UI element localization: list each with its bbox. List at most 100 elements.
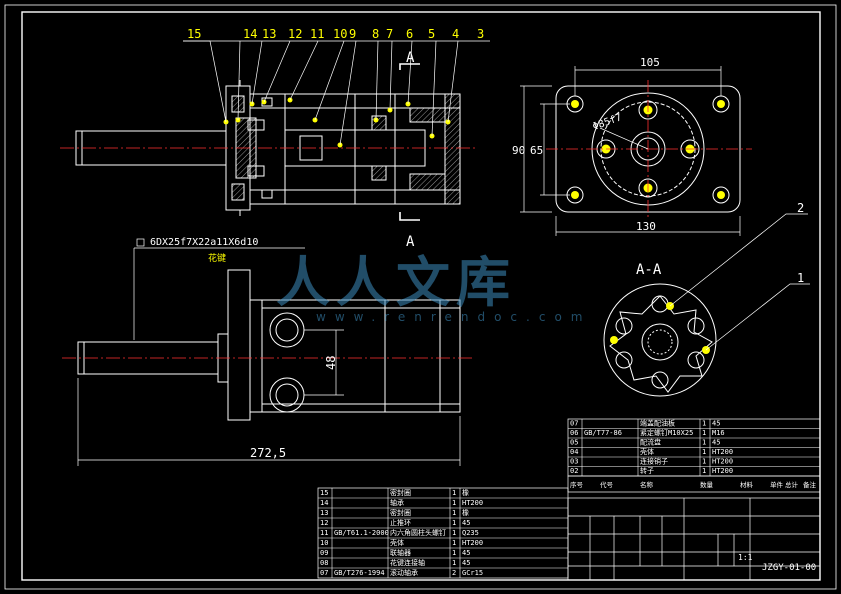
bom-left-cell: 花键连接轴 xyxy=(390,558,425,567)
bom-right-cell: 1 xyxy=(702,467,706,475)
title-block-scale: 1:1 xyxy=(738,553,753,562)
drawing-code: JZGY-01-00 xyxy=(762,563,816,573)
part-label-3: 3 xyxy=(477,27,484,41)
bom-right-cell: 1 xyxy=(702,420,706,428)
bom-right-cell: 连接销子 xyxy=(640,457,668,466)
bom-left-cell: 1 xyxy=(452,509,456,517)
bom-right-header-frame xyxy=(567,475,821,493)
bom-right-cell: HT200 xyxy=(712,458,733,466)
title-block xyxy=(567,497,821,581)
bom-right-cell: HT200 xyxy=(712,467,733,475)
bom-left-cell: HT200 xyxy=(462,499,483,507)
dim-65: 65 xyxy=(530,144,543,157)
bom-left-cell: 橡 xyxy=(462,508,469,517)
part-label-8: 8 xyxy=(372,27,379,41)
bom-left-cell: 1 xyxy=(452,539,456,547)
bom-left-cell: 滚动轴承 xyxy=(390,568,418,577)
end-view-dimensions xyxy=(520,66,741,236)
bom-right-cell: M16 xyxy=(712,429,725,437)
bom-right-cell: 45 xyxy=(712,420,720,428)
bom-left-cell: 09 xyxy=(320,549,328,557)
bom-right-cell: HT200 xyxy=(712,448,733,456)
exterior-dimensions xyxy=(77,247,461,466)
bom-right-header-cell: 数量 xyxy=(700,480,714,489)
bom-right-cell: 1 xyxy=(702,458,706,466)
part-label-4: 4 xyxy=(452,27,459,41)
dim-phi85: Φ85f7 xyxy=(591,112,623,133)
spline-note: 6DX25f7X22a11X6d10 xyxy=(150,237,258,248)
dim-272: 272,5 xyxy=(250,446,286,460)
bom-left-cell: 13 xyxy=(320,509,328,517)
bom-right-cell: 1 xyxy=(702,448,706,456)
part-label-9: 9 xyxy=(349,27,356,41)
part-label-15: 15 xyxy=(187,27,201,41)
spline-sub: 花键 xyxy=(208,252,226,264)
bom-right-cell: 转子 xyxy=(640,466,654,475)
section-aa-view xyxy=(603,283,717,397)
bom-right-header-cell: 序号 xyxy=(570,480,584,489)
bom-left-cell: 45 xyxy=(462,559,470,567)
bom-left-cell: 1 xyxy=(452,499,456,507)
part-label-12: 12 xyxy=(288,27,302,41)
bom-right-header-cell: 单件 xyxy=(770,480,784,489)
bom-right-cell: 07 xyxy=(570,420,578,428)
bom-left-cell: 联轴器 xyxy=(390,548,411,557)
bom-left-cell: 45 xyxy=(462,519,470,527)
bom-right-cell: 45 xyxy=(712,439,720,447)
part-number-labels: 15 14 13 12 11 10 9 8 7 6 5 4 3 xyxy=(187,27,484,41)
bom-left-cell: 11 xyxy=(320,529,328,537)
part-label-5: 5 xyxy=(428,27,435,41)
bom-right-cell: 06 xyxy=(570,429,578,437)
bom-right-cell: 02 xyxy=(570,467,578,475)
bom-left-cell: 07 xyxy=(320,569,328,577)
bom-left-cell: 壳体 xyxy=(390,538,404,547)
bom-right-header-cell: 名称 xyxy=(640,480,654,489)
part-label-11: 11 xyxy=(310,27,324,41)
bom-left-cell: 1 xyxy=(452,489,456,497)
bom-right-cell: 04 xyxy=(570,448,578,456)
leader-lines xyxy=(183,40,490,146)
bom-right-cell: 端盖配油板 xyxy=(640,419,675,428)
bom-right-cell: 壳体 xyxy=(640,447,654,456)
bom-right-cell: 1 xyxy=(702,429,706,437)
dim-105: 105 xyxy=(640,56,660,69)
part-label-13: 13 xyxy=(262,27,276,41)
part-label-7: 7 xyxy=(386,27,393,41)
bom-left-cell: 内六角圆柱头螺钉 xyxy=(390,528,446,537)
section-title: A-A xyxy=(636,262,662,278)
bom-left-cell: 密封圈 xyxy=(390,488,411,497)
bom-left-cell: 轴承 xyxy=(390,498,404,507)
bom-left-cell: 08 xyxy=(320,559,328,567)
bom-left-cell: 14 xyxy=(320,499,328,507)
exterior-view xyxy=(77,269,461,421)
part-label-10: 10 xyxy=(333,27,347,41)
dim-90: 90 xyxy=(512,144,525,157)
bom-left-cell: GB/T276-1994 xyxy=(334,569,385,577)
bom-left-cell: 1 xyxy=(452,549,456,557)
spline-note-marker xyxy=(136,238,145,247)
bom-left-cell: 止推环 xyxy=(390,518,411,527)
section-label-2: 2 xyxy=(797,201,804,215)
bom-left-cell: 1 xyxy=(452,529,456,537)
part-label-6: 6 xyxy=(406,27,413,41)
bom-left-cell: 橡 xyxy=(462,488,469,497)
section-mark-bottom: A xyxy=(406,234,415,250)
drawing-frame xyxy=(4,4,837,590)
bom-right-cell: 03 xyxy=(570,458,578,466)
bom-right-header-cell: 备注 xyxy=(803,480,817,489)
bom-right-cell: GB/T77-86 xyxy=(584,429,622,437)
bom-left-cell: 45 xyxy=(462,549,470,557)
dim-48: 48 xyxy=(324,356,338,370)
bom-left-cell: 密封圈 xyxy=(390,508,411,517)
bom-right-cell: 05 xyxy=(570,439,578,447)
bom-right-header-cell: 总计 xyxy=(785,480,799,489)
bom-left-cell: 1 xyxy=(452,519,456,527)
bom-left-cell: 12 xyxy=(320,519,328,527)
bom-left-cell: GCr15 xyxy=(462,569,483,577)
bom-right-header-cell: 材料 xyxy=(740,480,754,489)
dim-130: 130 xyxy=(636,220,656,233)
section-cut-marks xyxy=(399,63,420,221)
